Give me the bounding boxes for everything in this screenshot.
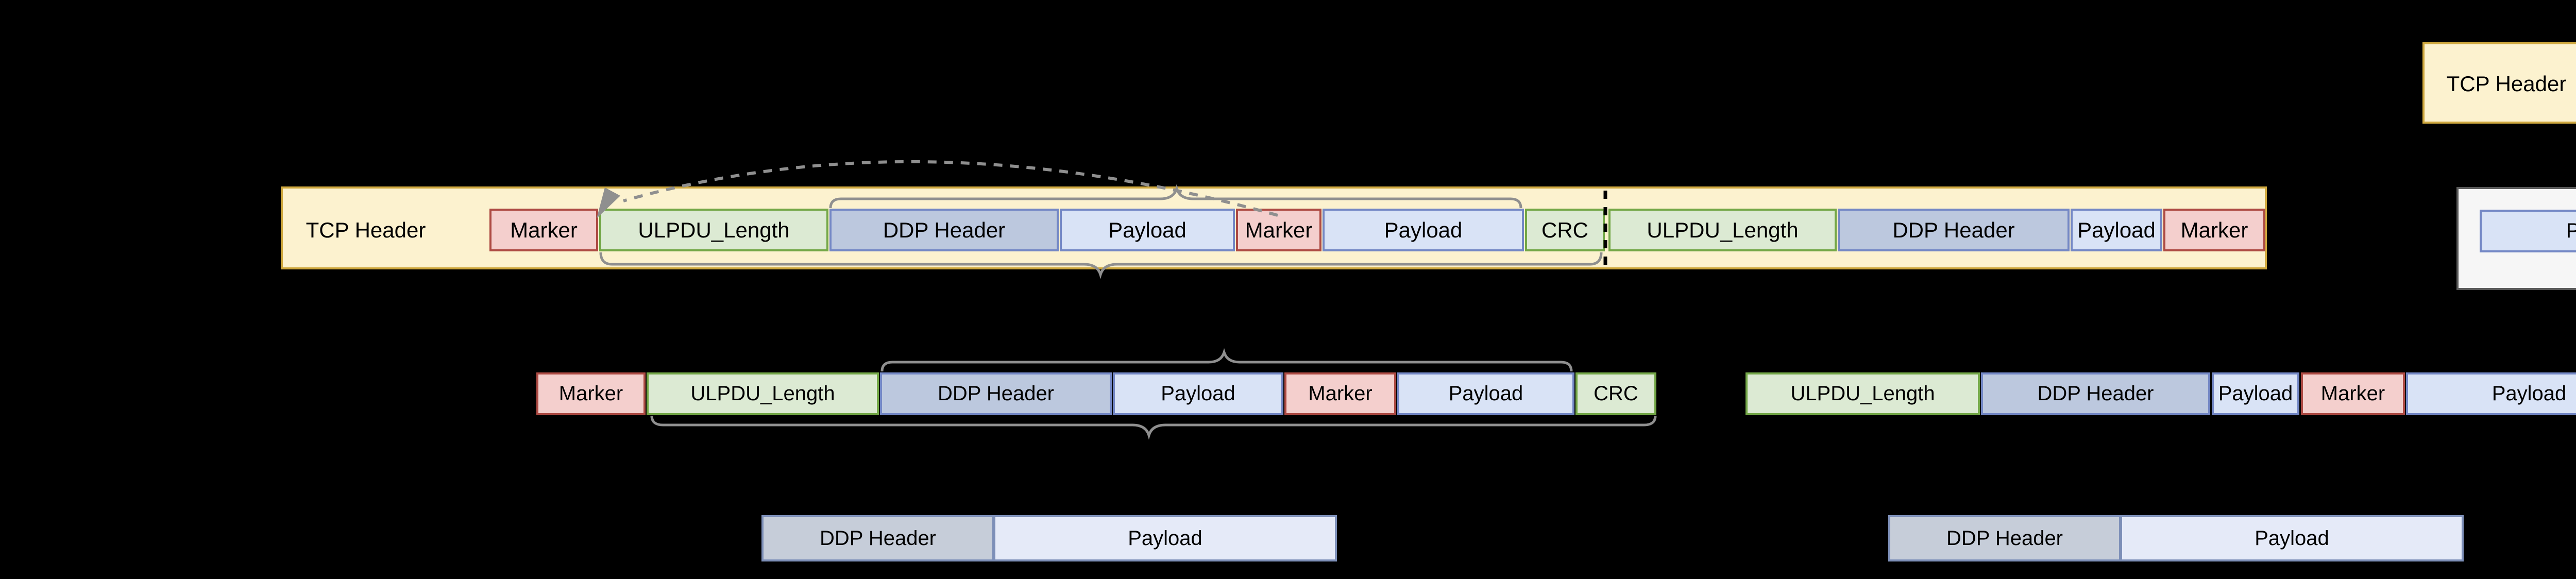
marker-box: Marker <box>1236 209 1321 251</box>
crc-box: CRC <box>1525 209 1605 251</box>
ddp-header-box: DDP Header <box>829 209 1059 251</box>
ulpdu-length-box: ULPDU_Length <box>647 372 879 415</box>
marker-box: Marker <box>1284 372 1396 415</box>
tcp-header-label: TCP Header <box>2446 71 2567 96</box>
marker-box: Marker <box>489 209 598 251</box>
payload-box: Payload <box>2480 210 2576 252</box>
ddp-header-box: DDP Header <box>1838 209 2070 251</box>
ddp-header-box: DDP Header <box>761 515 994 561</box>
payload-box: Payload <box>2071 209 2162 251</box>
payload-box: Payload <box>1397 372 1574 415</box>
payload-box: Payload <box>2120 515 2464 561</box>
payload-box: Payload <box>2212 372 2299 415</box>
ddp-header-box: DDP Header <box>880 372 1112 415</box>
payload-box: Payload <box>1060 209 1235 251</box>
marker-box: Marker <box>536 372 646 415</box>
payload-box: Payload <box>1113 372 1283 415</box>
ulpdu-length-box: ULPDU_Length <box>599 209 828 251</box>
buffer-caption: Buffer <box>2456 258 2576 286</box>
brace-top <box>880 348 1573 372</box>
payload-box: Payload <box>1323 209 1524 251</box>
brace-bottom <box>650 415 1657 440</box>
tcp-segment-top <box>2422 42 2576 124</box>
ddp-header-box: DDP Header <box>1981 372 2210 415</box>
marker-box: Marker <box>2163 209 2265 251</box>
ulpdu-length-box: ULPDU_Length <box>1608 209 1837 251</box>
tcp-header-label: TCP Header <box>306 217 426 242</box>
crc-box: CRC <box>1575 372 1656 415</box>
payload-box: Payload <box>993 515 1337 561</box>
ulpdu-length-box: ULPDU_Length <box>1745 372 1980 415</box>
payload-box: Payload <box>2406 372 2576 415</box>
marker-box: Marker <box>2301 372 2405 415</box>
ddp-header-box: DDP Header <box>1888 515 2121 561</box>
